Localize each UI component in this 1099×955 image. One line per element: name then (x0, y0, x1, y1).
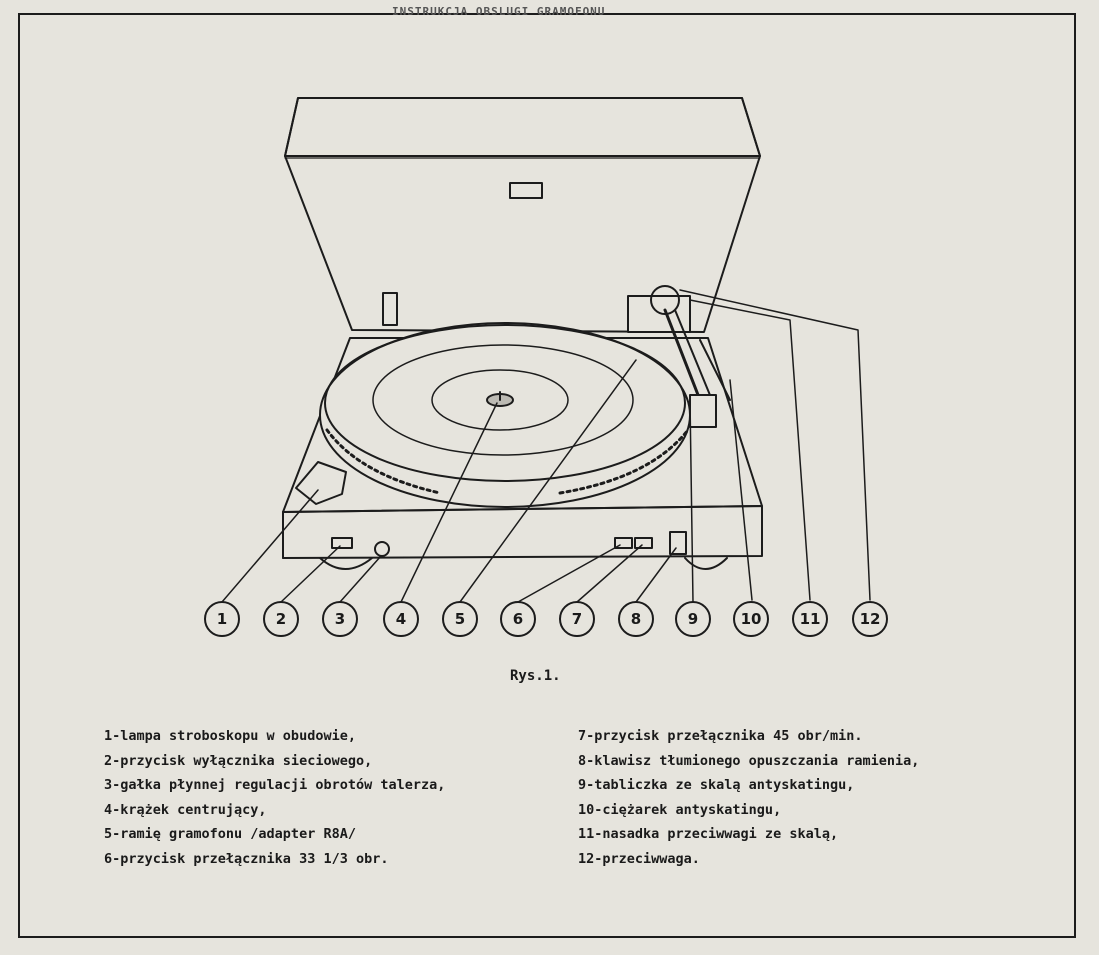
strobe-lamp (295, 461, 347, 505)
legend-left: 1-lampa stroboskopu w obudowie, 2-przyci… (104, 724, 445, 871)
document-frame: INSTRUKCJA OBSLUGI GRAMOFONU (18, 5, 1076, 938)
callout-7: 7 (559, 601, 595, 637)
legend-item: 1-lampa stroboskopu w obudowie, (104, 728, 356, 744)
dust-cover-lid (284, 97, 761, 333)
legend-item: 12-przeciwwaga. (578, 850, 700, 867)
callout-1: 1 (204, 601, 240, 637)
callout-12: 12 (852, 601, 888, 637)
callout-8: 8 (618, 601, 654, 637)
tonearm (627, 285, 731, 428)
legend-item: 5-ramię gramofonu /adapter R8A/ (104, 826, 356, 842)
callout-5: 5 (442, 601, 478, 637)
callout-9: 9 (675, 601, 711, 637)
legend-item: 8-klawisz tłumionego opuszczania ramieni… (578, 752, 920, 769)
callout-6: 6 (500, 601, 536, 637)
callout-3: 3 (322, 601, 358, 637)
partial-header-text: INSTRUKCJA OBSLUGI GRAMOFONU (392, 5, 606, 18)
leader-lines (221, 289, 871, 603)
legend-item: 10-ciężarek antyskatingu, (578, 801, 782, 818)
legend-item: 9-tabliczka ze skalą antyskatingu, (578, 777, 855, 793)
callout-4: 4 (383, 601, 419, 637)
legend-item: 3-gałka płynnej regulacji obrotów talerz… (104, 777, 446, 793)
callout-10: 10 (733, 601, 769, 637)
callout-11: 11 (792, 601, 828, 637)
platter (319, 322, 691, 508)
legend-item: 11-nasadka przeciwwagi ze skalą, (578, 826, 839, 842)
legend-item: 4-krążek centrujący, (104, 801, 267, 818)
legend-right: 7-przycisk przełącznika 45 obr/min. 8-kl… (578, 724, 919, 871)
legend-item: 7-przycisk przełącznika 45 obr/min. (578, 728, 863, 744)
legend-item: 2-przycisk wyłącznika sieciowego, (104, 752, 373, 769)
legend-item: 6-przycisk przełącznika 33 1/3 obr. (104, 850, 389, 867)
figure-caption: Rys.1. (510, 668, 561, 684)
callout-2: 2 (263, 601, 299, 637)
